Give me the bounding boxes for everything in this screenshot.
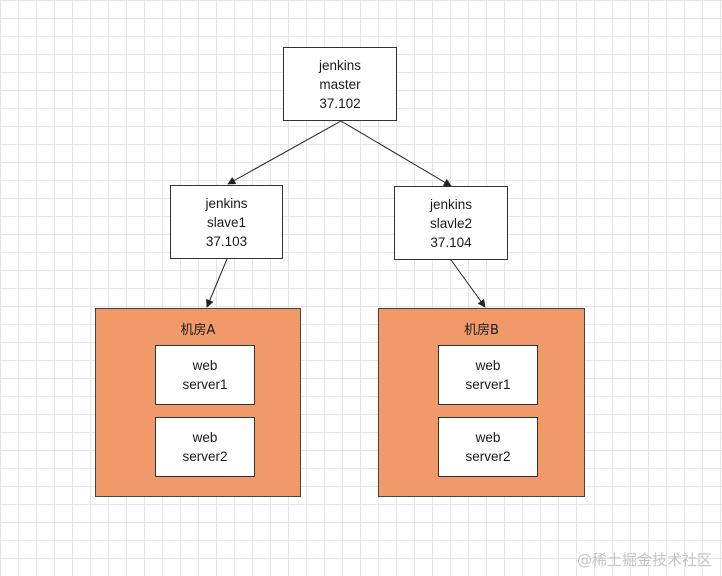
slave2-line-2: slavle2: [429, 215, 473, 231]
room-a: 机房A web server1 web server2: [95, 308, 301, 497]
master-line-2: master: [319, 76, 361, 92]
master-line-3: 37.102: [319, 95, 361, 111]
slave1-line-2: slave1: [206, 214, 247, 230]
jenkins-master-node: jenkins master 37.102: [283, 47, 397, 121]
room-b-label: 机房B: [464, 323, 499, 338]
room-a-server1-line-1: web: [192, 358, 218, 373]
room-b-server1-line-1: web: [475, 358, 501, 373]
slave2-line-3: 37.104: [430, 234, 472, 250]
slave1-line-3: 37.103: [205, 233, 248, 249]
edge-slave1-room-a: [206, 258, 228, 308]
room-b-server1-line-2: server1: [465, 377, 511, 392]
jenkins-slave2-node: jenkins slavle2 37.104: [394, 186, 508, 260]
room-a-web-server2: web server2: [155, 417, 255, 477]
room-a-label: 机房A: [180, 323, 216, 338]
slave1-line-1: jenkins: [205, 195, 248, 211]
edge-master-slave2: [340, 120, 452, 187]
jenkins-slave1-node: jenkins slave1 37.103: [170, 185, 283, 259]
room-a-server1-line-2: server1: [182, 377, 228, 392]
room-b-web-server1: web server1: [438, 345, 538, 405]
room-b: 机房B web server1 web server2: [378, 308, 585, 497]
edge-slave2-room-b: [450, 259, 486, 308]
master-line-1: jenkins: [318, 57, 362, 73]
room-a-web-server1: web server1: [155, 345, 255, 405]
room-b-web-server2: web server2: [438, 417, 538, 477]
room-b-server2-line-1: web: [475, 430, 501, 445]
room-a-server2-line-2: server2: [182, 449, 228, 464]
room-a-server2-line-1: web: [192, 430, 218, 445]
slave2-line-1: jenkins: [429, 196, 473, 212]
room-b-server2-line-2: server2: [465, 449, 511, 464]
edge-master-slave1: [227, 120, 342, 185]
watermark-text: @稀土掘金技术社区: [576, 551, 712, 569]
